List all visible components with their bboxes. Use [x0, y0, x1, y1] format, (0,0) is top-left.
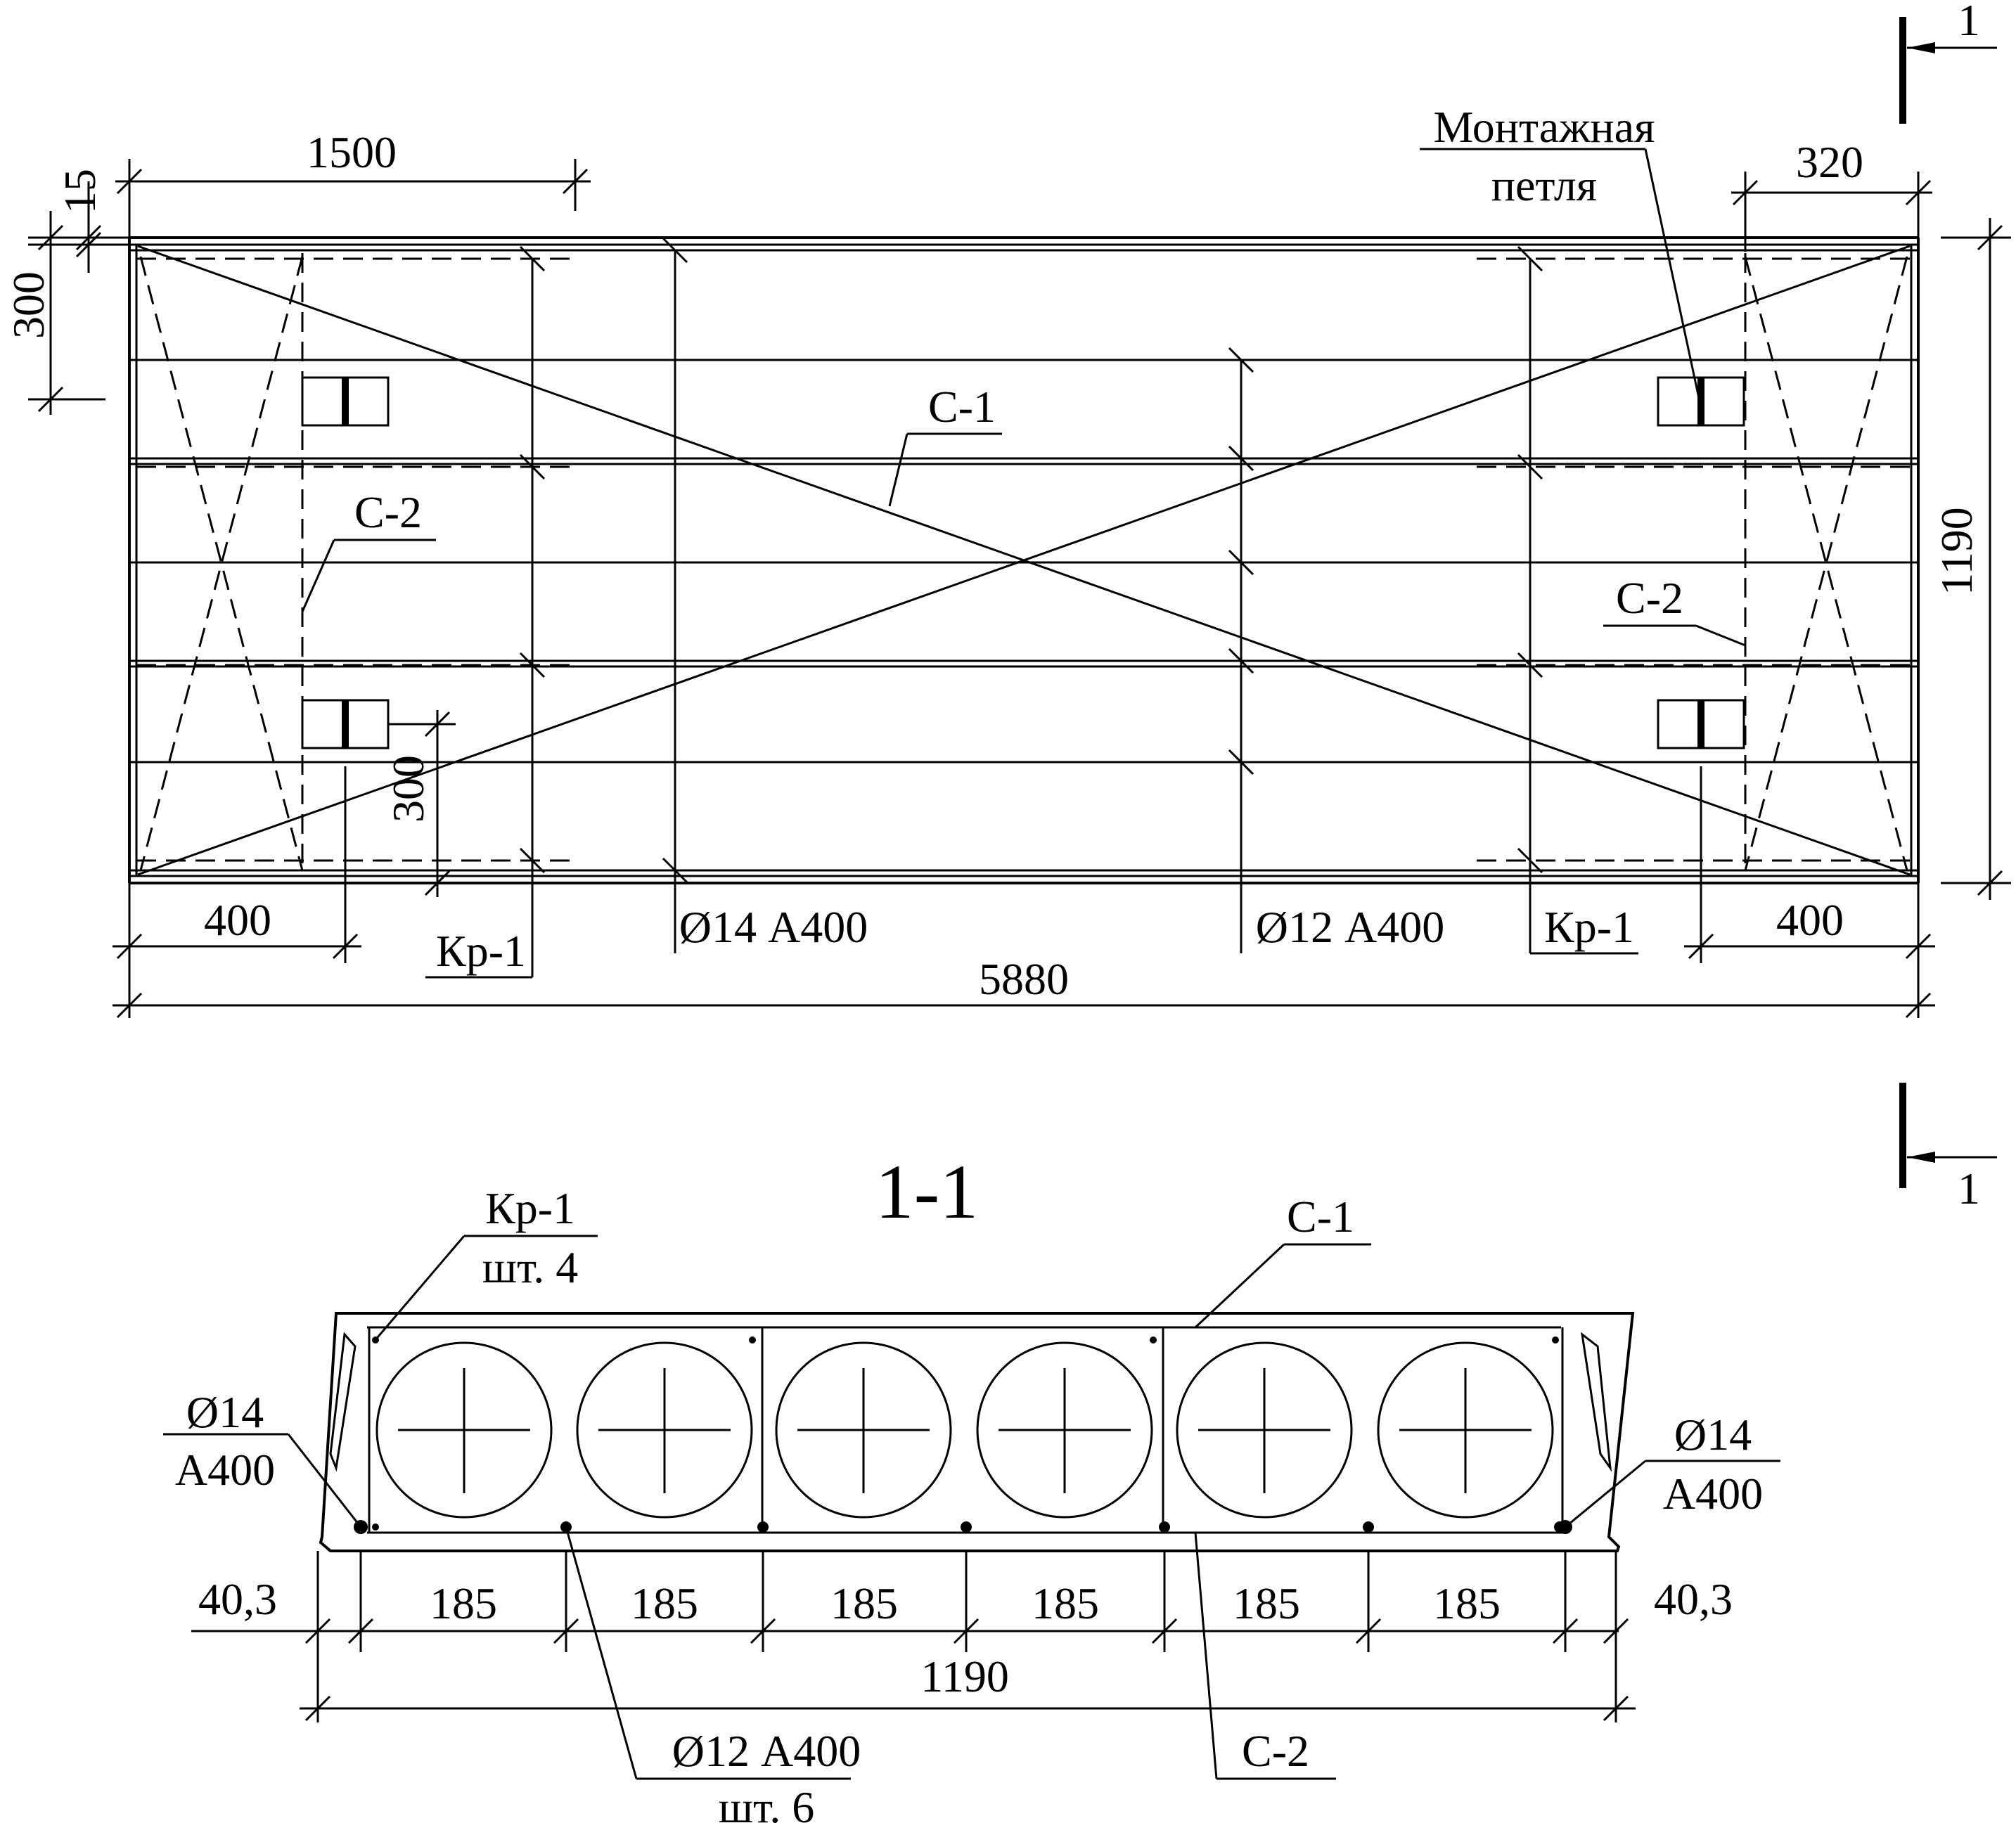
section-rebars	[354, 1336, 1572, 1534]
dimension-1500	[115, 159, 591, 238]
kr1-bar	[1552, 1336, 1559, 1344]
hollow-cores	[375, 1341, 1554, 1519]
kr1-bar	[1150, 1336, 1157, 1344]
dimension-5880	[113, 992, 1935, 1019]
d12-section-label-line1: Ø12 А400	[672, 1726, 861, 1776]
d14-leader	[662, 237, 688, 953]
hollow-core-3	[775, 1341, 952, 1519]
dimension-400-right	[1684, 766, 1935, 1018]
kr1-right-leader	[1517, 245, 1638, 955]
dim-1190-plan-label: 1190	[1932, 507, 1982, 595]
rebar-d12-3	[961, 1521, 972, 1533]
d12-section-label-line2: шт. 6	[719, 1782, 814, 1823]
section-view: 1-1	[163, 1149, 1780, 1823]
rebar-d14-label: Ø14 А400	[679, 902, 868, 952]
lifting-loop-bottom-right	[1657, 699, 1745, 749]
rebar-d12-4	[1159, 1521, 1170, 1533]
loop-label-line2: петля	[1491, 160, 1597, 210]
kr1-left-leader	[425, 245, 546, 979]
longitudinal-bars	[129, 359, 1918, 764]
kr1-bar	[372, 1524, 379, 1531]
section-dimension-chain	[191, 1551, 1636, 1722]
c1-label: С-1	[928, 382, 996, 432]
loop-label-line1: Монтажная	[1433, 102, 1655, 152]
d14-right-label-line1: Ø14	[1674, 1410, 1752, 1460]
lifting-loop-bottom-left	[301, 699, 390, 749]
side-key-left	[329, 1332, 357, 1472]
dim-edge-left-label: 40,3	[198, 1574, 277, 1624]
dim-total-section-label: 1190	[920, 1651, 1009, 1701]
dim-300-left-label: 300	[4, 271, 53, 339]
section-mark-top	[1899, 17, 1997, 124]
callout-leaders	[301, 148, 1746, 647]
dimension-400-left	[113, 766, 361, 1018]
dimension-320	[1731, 172, 1932, 252]
mesh-lines	[367, 1326, 1568, 1534]
c1-section-label: С-1	[1287, 1192, 1354, 1242]
main-diagonals	[137, 245, 1911, 876]
rebar-d12-5	[1363, 1521, 1374, 1533]
kr1-section-label-line1: Кр-1	[485, 1183, 575, 1233]
c2-right-label: С-2	[1616, 573, 1683, 623]
slab-outline	[128, 236, 1920, 884]
d14-right-label-line2: А400	[1663, 1469, 1763, 1519]
d12-leader	[1228, 347, 1254, 953]
hollow-core-6	[1377, 1341, 1554, 1519]
kr1-right-label: Кр-1	[1544, 902, 1634, 952]
end-mesh-right	[1477, 253, 1911, 872]
kr1-bar	[749, 1336, 756, 1344]
dim-spacing-2: 185	[631, 1578, 698, 1628]
side-key-right	[1580, 1332, 1612, 1472]
d14-left-label-line1: Ø14	[186, 1387, 264, 1437]
rebar-d12-label: Ø12 А400	[1256, 902, 1444, 952]
dim-400-left-label: 400	[204, 895, 271, 945]
hollow-core-2	[576, 1341, 753, 1519]
dim-15-label: 15	[55, 169, 105, 214]
dim-spacing-1: 185	[430, 1578, 497, 1628]
dim-5880-label: 5880	[979, 954, 1069, 1004]
lifting-loop-top-right	[1657, 376, 1745, 427]
dim-400-right-label: 400	[1776, 895, 1844, 945]
dim-spacing-4: 185	[1032, 1578, 1099, 1628]
dimension-1190-plan	[1941, 218, 2011, 900]
section-mark-bottom-label: 1	[1958, 1164, 1980, 1213]
plan-view: 1500 15 300 300 320 1190 400 400 5880 Мо…	[4, 0, 2011, 1213]
dim-spacing-5: 185	[1233, 1578, 1300, 1628]
dimension-15-300	[28, 181, 129, 415]
c2-left-label: С-2	[354, 487, 422, 537]
dimension-300-lower	[388, 710, 456, 897]
c2-section-label: С-2	[1242, 1726, 1309, 1776]
kr1-left-label: Кр-1	[436, 926, 526, 976]
section-mark-bottom	[1899, 1083, 1997, 1188]
hollow-core-4	[976, 1341, 1153, 1519]
d14-left-label-line2: А400	[175, 1445, 275, 1495]
section-leaders	[163, 1235, 1780, 1780]
rebar-d12-6	[1554, 1521, 1565, 1533]
dim-1500-label: 1500	[307, 127, 397, 177]
section-title: 1-1	[875, 1149, 979, 1235]
dim-320-label: 320	[1796, 137, 1863, 187]
section-outline	[319, 1312, 1635, 1552]
dim-spacing-3: 185	[830, 1578, 898, 1628]
end-mesh-left	[136, 253, 577, 872]
kr1-section-label-line2: шт. 4	[482, 1242, 578, 1292]
hollow-core-1	[375, 1341, 553, 1519]
lifting-loop-top-left	[301, 376, 390, 427]
dim-spacing-6: 185	[1433, 1578, 1501, 1628]
rebar-d12-2	[757, 1521, 769, 1533]
dim-edge-right-label: 40,3	[1654, 1574, 1733, 1624]
hollow-core-5	[1176, 1341, 1353, 1519]
section-mark-top-label: 1	[1958, 0, 1980, 45]
dim-300-lower-label: 300	[383, 755, 433, 823]
